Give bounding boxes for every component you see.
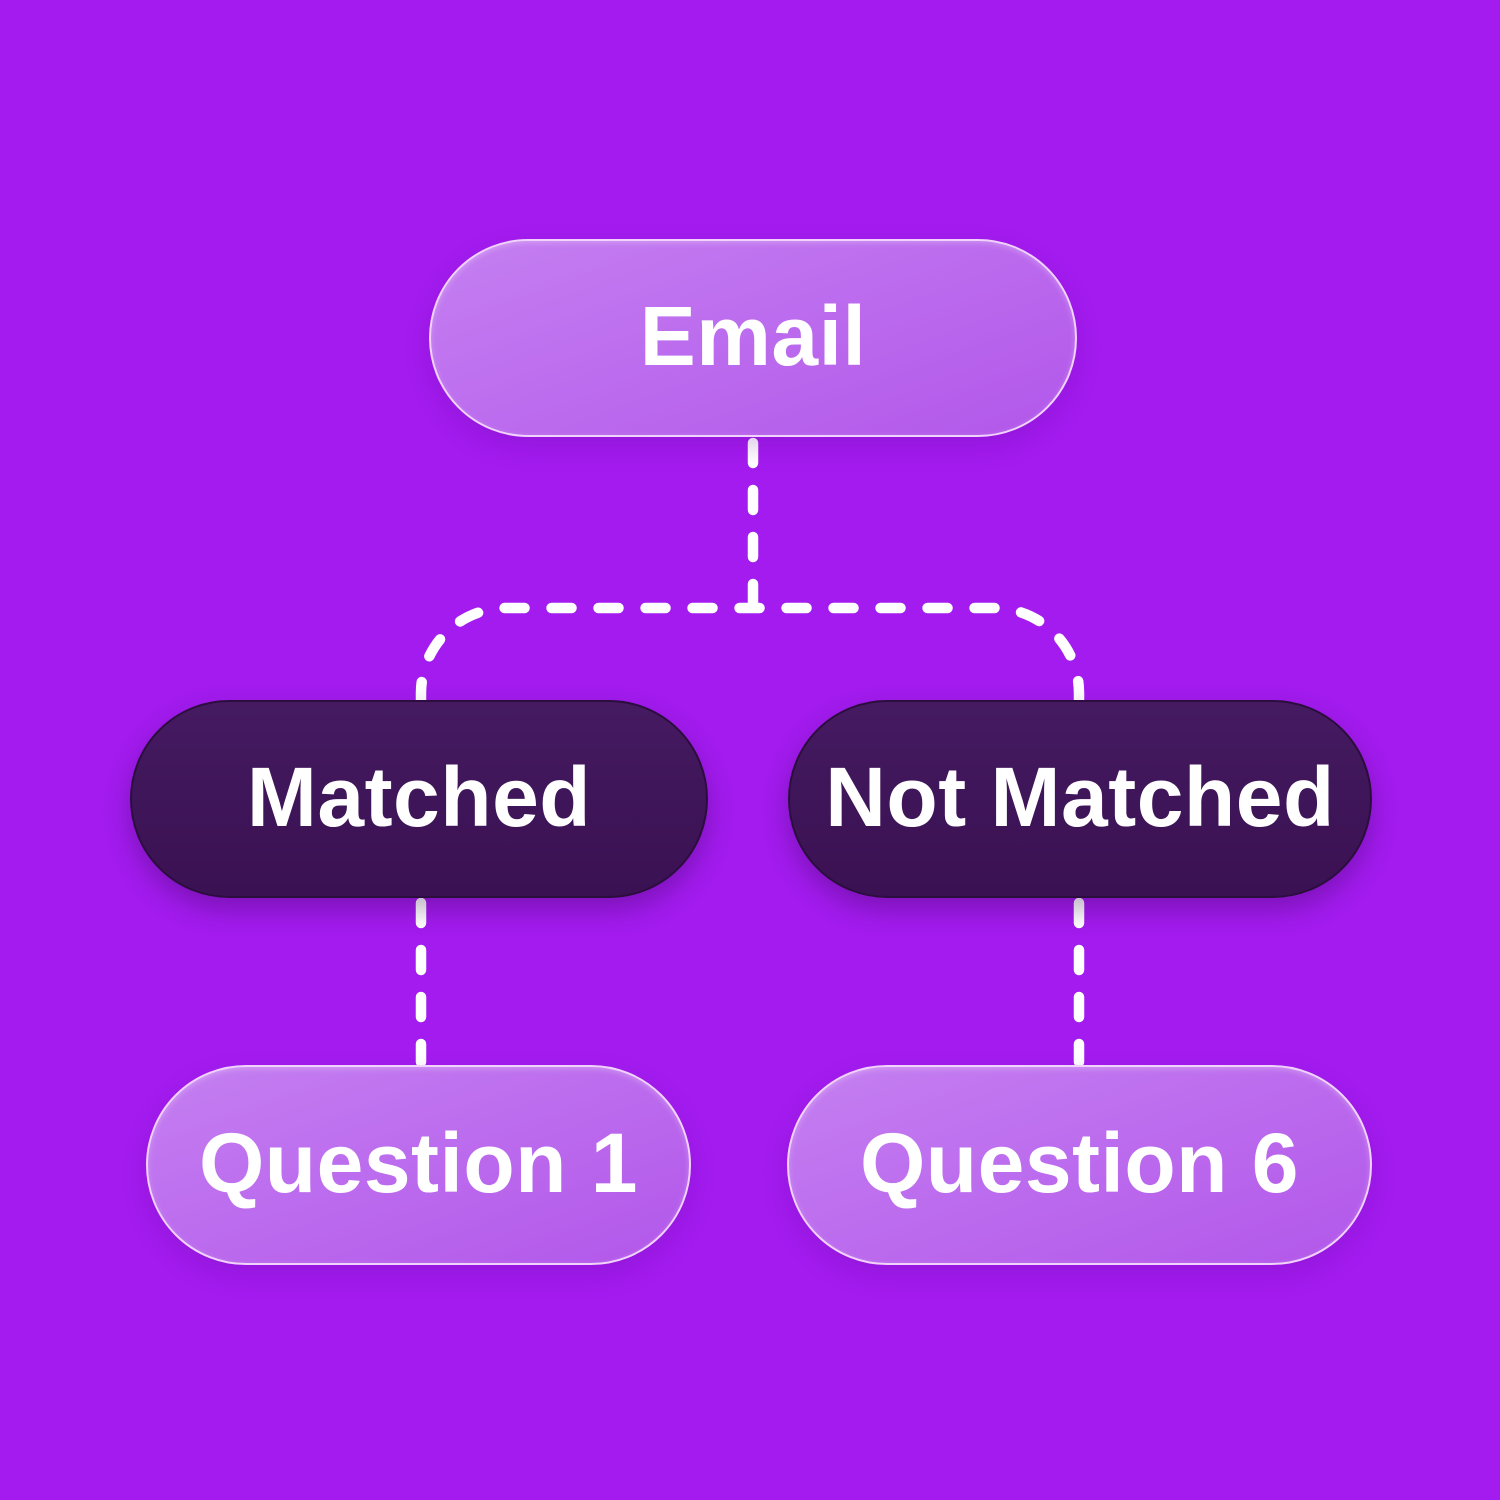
node-matched[interactable]: Matched <box>130 700 708 898</box>
node-question-1[interactable]: Question 1 <box>146 1065 691 1265</box>
node-question-6[interactable]: Question 6 <box>787 1065 1372 1265</box>
node-not-matched-label: Not Matched <box>825 749 1335 844</box>
connector-email-branch <box>415 602 1085 708</box>
node-email[interactable]: Email <box>429 239 1077 437</box>
node-question-6-label: Question 6 <box>859 1115 1300 1210</box>
node-not-matched[interactable]: Not Matched <box>788 700 1372 898</box>
node-email-label: Email <box>639 288 867 383</box>
node-question-1-label: Question 1 <box>198 1115 639 1210</box>
node-matched-label: Matched <box>246 749 592 844</box>
